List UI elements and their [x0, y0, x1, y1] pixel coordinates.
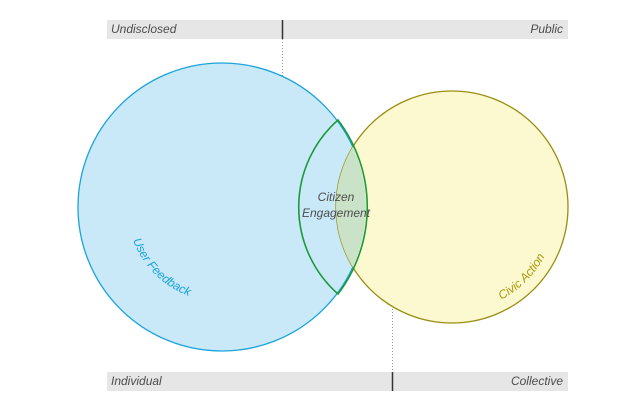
public-label: Public	[530, 22, 563, 36]
intersection-label-line1: Citizen	[318, 190, 355, 204]
individual-label: Individual	[111, 374, 162, 388]
intersection-label-line2: Engagement	[302, 206, 371, 220]
bottom-axis-bar: Individual Collective	[107, 372, 568, 391]
undisclosed-label: Undisclosed	[111, 22, 177, 36]
collective-label: Collective	[510, 374, 563, 388]
intersection-outline	[297, 118, 368, 296]
civic-action-circle	[335, 90, 569, 324]
top-axis-bar: Undisclosed Public	[107, 20, 568, 39]
